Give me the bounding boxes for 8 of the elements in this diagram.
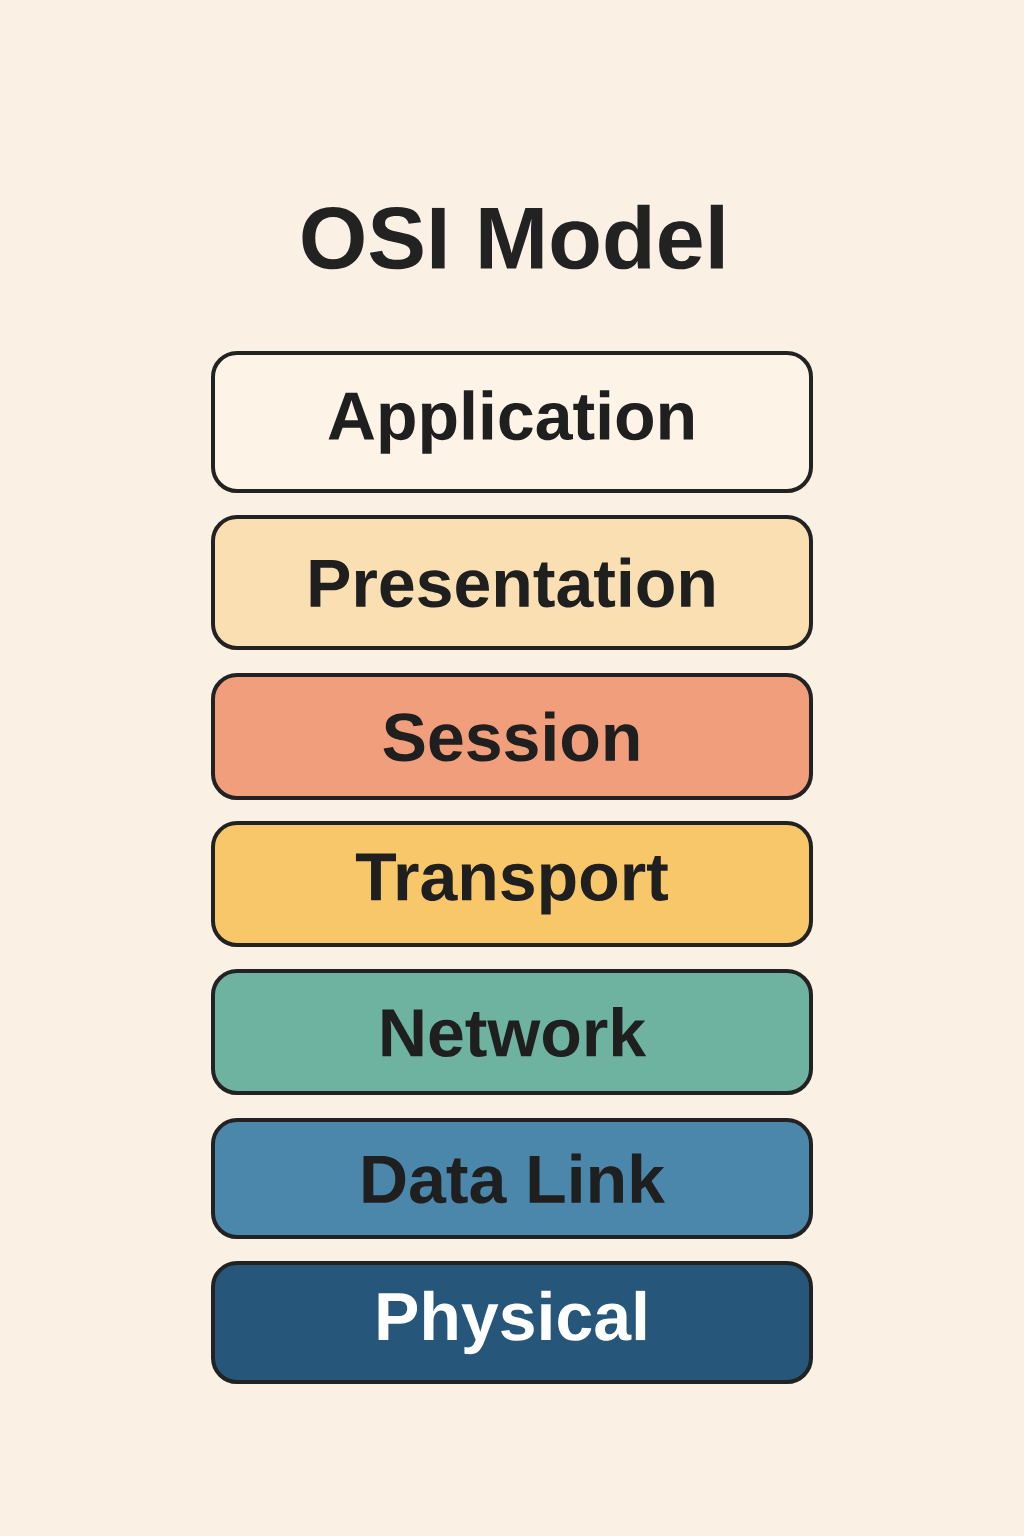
- layer-box: Data Link: [211, 1118, 813, 1239]
- layer-box: Presentation: [211, 515, 813, 650]
- layer-box: Application: [211, 351, 813, 493]
- layer-box: Physical: [211, 1261, 813, 1384]
- layer-box: Session: [211, 673, 813, 800]
- layer-box: Network: [211, 969, 813, 1095]
- title: OSI Model: [302, 204, 723, 270]
- layer-box: Transport: [211, 821, 813, 947]
